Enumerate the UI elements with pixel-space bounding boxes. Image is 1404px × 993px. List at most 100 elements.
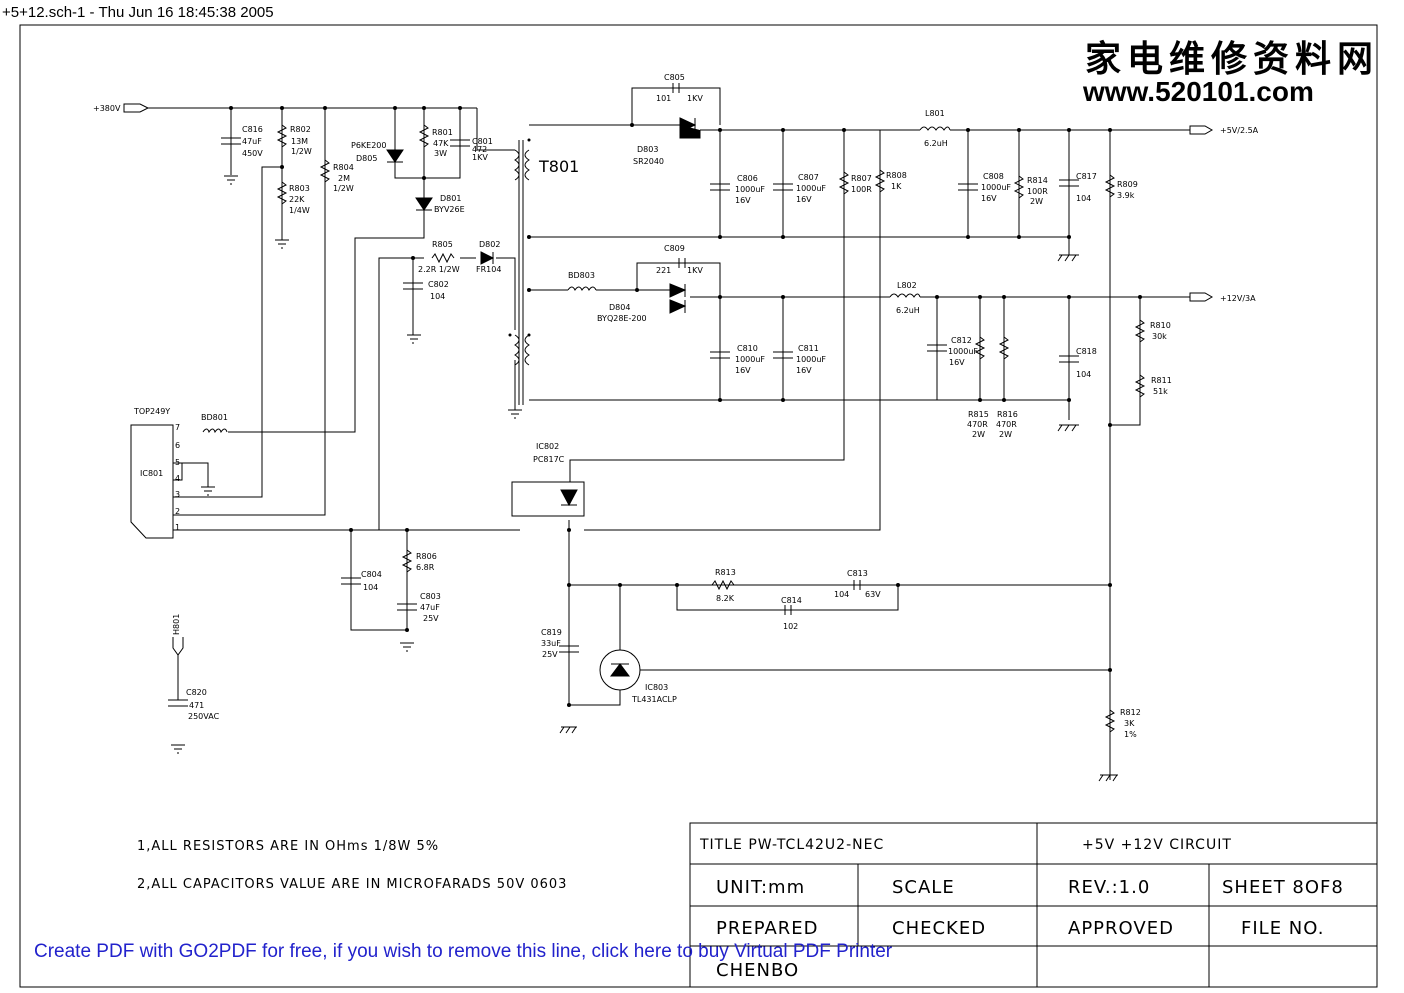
label-r807-value: 100R <box>851 185 872 194</box>
label-c807: C807 <box>798 173 819 182</box>
label-pin2: 2 <box>175 507 180 516</box>
label-c819: C819 <box>541 628 562 637</box>
title-block-scale: SCALE <box>892 877 955 898</box>
optocoupler-ic802 <box>511 481 585 517</box>
label-c814-value: 102 <box>783 622 798 631</box>
label-c806: C806 <box>737 174 758 183</box>
label-c820-rating: 250VAC <box>188 712 220 721</box>
label-c813: C813 <box>847 569 868 578</box>
label-r809: R809 <box>1117 180 1138 189</box>
label-c820: C820 <box>186 688 207 697</box>
label-c802-value: 104 <box>430 292 445 301</box>
label-r813: R813 <box>715 568 736 577</box>
label-ic803-value: TL431ACLP <box>631 695 677 704</box>
label-l802-value: 6.2uH <box>896 306 920 315</box>
label-c807-value: 1000uF <box>796 184 826 193</box>
port-12v <box>1189 292 1214 302</box>
label-c818: C818 <box>1076 347 1097 356</box>
label-r813-value: 8.2K <box>716 594 735 603</box>
ic803-tl431 <box>599 649 641 691</box>
label-c808: C808 <box>983 172 1004 181</box>
label-top249y: TOP249Y <box>133 407 170 416</box>
title-block-circuit: +5V +12V CIRCUIT <box>1082 837 1232 853</box>
net-380v: +380V <box>93 104 121 113</box>
label-pin5: 5 <box>175 458 180 467</box>
title-block-title: TITLE PW-TCL42U2-NEC <box>699 837 884 853</box>
junction-dots <box>229 106 1142 707</box>
label-c814: C814 <box>781 596 802 605</box>
label-c818-value: 104 <box>1076 370 1091 379</box>
label-r812-tolerance: 1% <box>1124 730 1137 739</box>
label-c813-value: 104 <box>834 590 849 599</box>
label-r814: R814 <box>1027 176 1048 185</box>
label-r811: R811 <box>1151 376 1172 385</box>
label-pin7: 7 <box>175 423 180 432</box>
label-c819-rating: 25V <box>542 650 558 659</box>
note-resistors: 1,ALL RESISTORS ARE IN OHms 1/8W 5% <box>137 839 439 854</box>
label-c804-value: 104 <box>363 583 378 592</box>
label-c812-rating: 16V <box>949 358 965 367</box>
label-r803: R803 <box>289 184 310 193</box>
label-l801-value: 6.2uH <box>924 139 948 148</box>
label-c805-rating: 1KV <box>687 94 703 103</box>
label-c816-rating: 450V <box>242 149 263 158</box>
title-block-approved: APPROVED <box>1068 918 1174 939</box>
label-r809-value: 3.9k <box>1117 191 1135 200</box>
label-c801-rating: 1KV <box>472 153 488 162</box>
label-d801: D801 <box>440 194 461 203</box>
label-d802-value: FR104 <box>476 265 501 274</box>
label-c803-value: 47uF <box>420 603 440 612</box>
capacitors <box>168 83 1079 707</box>
title-block-sheet: SHEET 8OF8 <box>1222 877 1344 898</box>
label-c817-value: 104 <box>1076 194 1091 203</box>
ic801-body <box>130 424 174 539</box>
label-r808: R808 <box>886 171 907 180</box>
label-c817: C817 <box>1076 172 1097 181</box>
label-c809-value: 221 <box>656 266 671 275</box>
label-d803: D803 <box>637 145 658 154</box>
label-d803-value: SR2040 <box>633 157 664 166</box>
label-r814-value: 100R <box>1027 187 1048 196</box>
page-header: +5+12.sch-1 - Thu Jun 16 18:45:38 2005 <box>2 4 274 21</box>
title-block-prepared: PREPARED <box>716 918 819 939</box>
label-c816: C816 <box>242 125 263 134</box>
label-pin3: 3 <box>175 490 180 499</box>
watermark-url: www.520101.com <box>1083 76 1314 107</box>
label-p6ke200: P6KE200 <box>351 141 386 150</box>
label-c820-value: 471 <box>189 701 204 710</box>
ic803-diode-symbol <box>610 663 630 677</box>
port-h801 <box>172 637 184 700</box>
port-380v <box>123 103 150 113</box>
note-capacitors: 2,ALL CAPACITORS VALUE ARE IN MICROFARAD… <box>137 877 567 892</box>
label-c803-rating: 25V <box>423 614 439 623</box>
label-r801-power: 3W <box>434 149 447 158</box>
net-5v: +5V/2.5A <box>1220 126 1259 135</box>
label-t801: T801 <box>538 157 579 176</box>
label-r803-power: 1/4W <box>289 206 310 215</box>
label-ic803: IC803 <box>645 683 668 692</box>
label-c812: C812 <box>951 336 972 345</box>
label-c803: C803 <box>420 592 441 601</box>
label-r810-value: 30k <box>1152 332 1167 341</box>
label-c810-value: 1000uF <box>735 355 765 364</box>
label-r808-value: 1K <box>891 182 902 191</box>
transformer-t801 <box>514 140 530 405</box>
label-h801: H801 <box>172 614 181 635</box>
label-ic802: IC802 <box>536 442 559 451</box>
label-r804: R804 <box>333 163 354 172</box>
label-c802: C802 <box>428 280 449 289</box>
label-pin4: 4 <box>175 474 180 483</box>
label-c819-value: 33uF <box>541 639 561 648</box>
label-pin6: 6 <box>175 441 180 450</box>
label-r804-value: 2M <box>338 174 350 183</box>
label-ic801: IC801 <box>140 469 163 478</box>
pdf-notice-link[interactable]: Create PDF with GO2PDF for free, if you … <box>34 941 893 962</box>
label-r802-value: 13M <box>291 137 308 146</box>
label-c805-value: 101 <box>656 94 671 103</box>
label-r802-power: 1/2W <box>291 147 312 156</box>
label-c801: C801 <box>472 137 493 146</box>
label-d802: D802 <box>479 240 500 249</box>
label-bd803: BD803 <box>568 271 595 280</box>
label-c806-value: 1000uF <box>735 185 765 194</box>
